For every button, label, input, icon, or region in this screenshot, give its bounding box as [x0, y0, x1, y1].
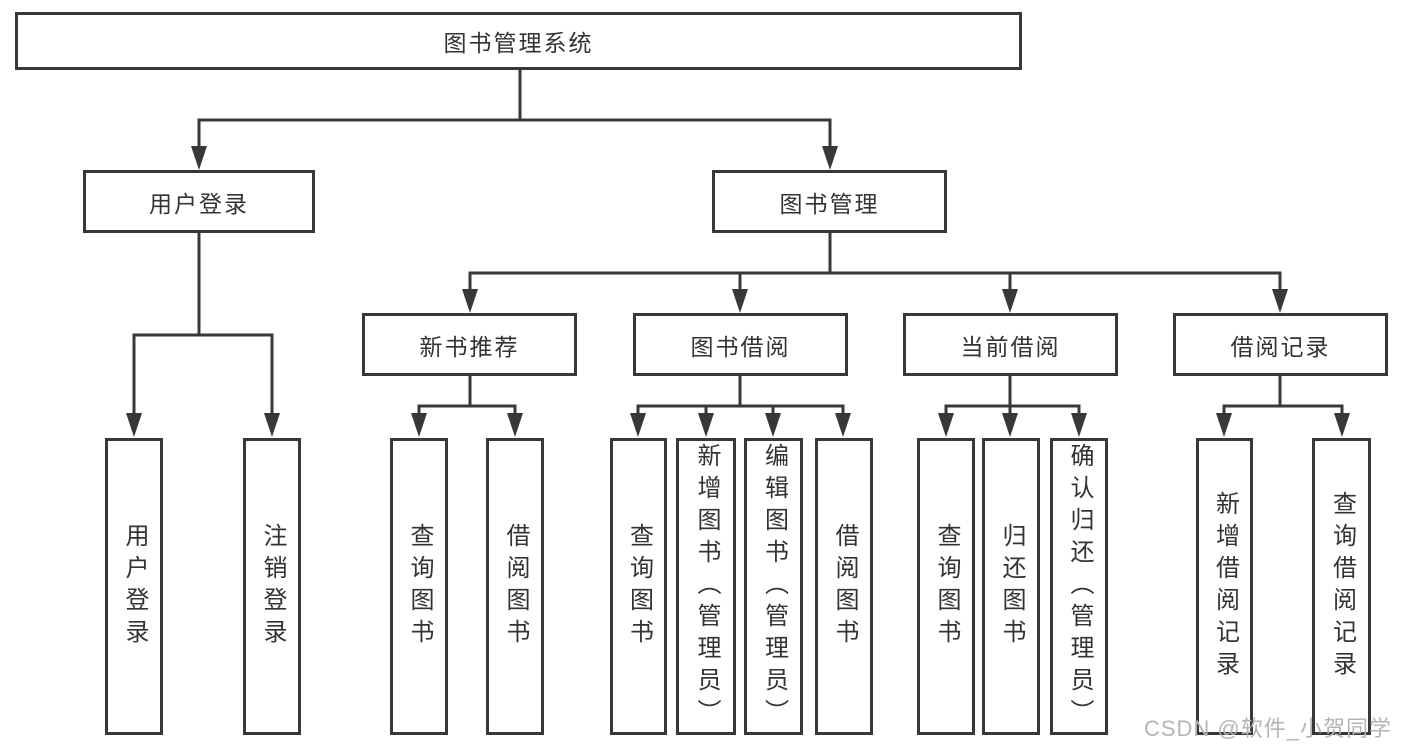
node-label: 新书推荐 [419, 333, 520, 360]
leaf-label: 用户登录 [121, 522, 148, 651]
leaf-query-books-borrowing: 查询图书 [610, 438, 667, 735]
node-label: 用户登录 [149, 190, 249, 217]
leaf-query-borrow-record: 查询借阅记录 [1312, 438, 1371, 735]
node-label: 图书管理 [779, 190, 880, 217]
node-user-login: 用户登录 [83, 170, 315, 233]
leaf-label: 编辑图书（管理员） [760, 442, 788, 731]
leaf-label: 注销登录 [259, 522, 286, 651]
node-book-borrowing: 图书借阅 [633, 313, 848, 376]
leaf-add-books-admin: 新增图书（管理员） [676, 438, 736, 735]
node-label: 借阅记录 [1230, 333, 1331, 360]
leaf-label: 新增借阅记录 [1211, 490, 1239, 683]
node-label: 图书管理系统 [443, 30, 594, 56]
node-book-management: 图书管理 [712, 170, 947, 233]
leaf-add-borrow-record: 新增借阅记录 [1196, 438, 1253, 735]
leaf-label: 查询图书 [933, 522, 960, 651]
leaf-query-books-recommend: 查询图书 [390, 438, 448, 735]
node-label: 当前借阅 [960, 333, 1061, 360]
node-new-book-recommend: 新书推荐 [362, 313, 577, 376]
leaf-label: 查询图书 [625, 522, 653, 651]
leaf-return-books: 归还图书 [982, 438, 1040, 735]
node-label: 图书借阅 [690, 333, 791, 360]
leaf-label: 确认归还（管理员） [1066, 442, 1093, 731]
leaf-user-login: 用户登录 [105, 438, 163, 735]
leaf-label: 借阅图书 [502, 522, 529, 651]
leaf-borrow-books: 借阅图书 [815, 438, 873, 735]
node-library-management-system: 图书管理系统 [15, 12, 1022, 70]
arrowheads [126, 146, 1350, 437]
leaf-logout: 注销登录 [243, 438, 301, 735]
node-borrowing-records: 借阅记录 [1173, 313, 1388, 376]
leaf-label: 查询图书 [406, 522, 433, 651]
leaf-label: 借阅图书 [831, 522, 858, 651]
connector-lines [132, 68, 1344, 418]
csdn-watermark: CSDN @软件_小贺同学 [1143, 716, 1392, 741]
leaf-label: 新增图书（管理员） [693, 442, 720, 731]
leaf-confirm-return-admin: 确认归还（管理员） [1050, 438, 1108, 735]
leaf-label: 查询借阅记录 [1328, 490, 1356, 683]
leaf-borrow-books-recommend: 借阅图书 [486, 438, 544, 735]
leaf-edit-books-admin: 编辑图书（管理员） [744, 438, 803, 735]
node-current-borrowing: 当前借阅 [903, 313, 1118, 376]
leaf-query-books-current: 查询图书 [917, 438, 975, 735]
leaf-label: 归还图书 [998, 522, 1025, 651]
